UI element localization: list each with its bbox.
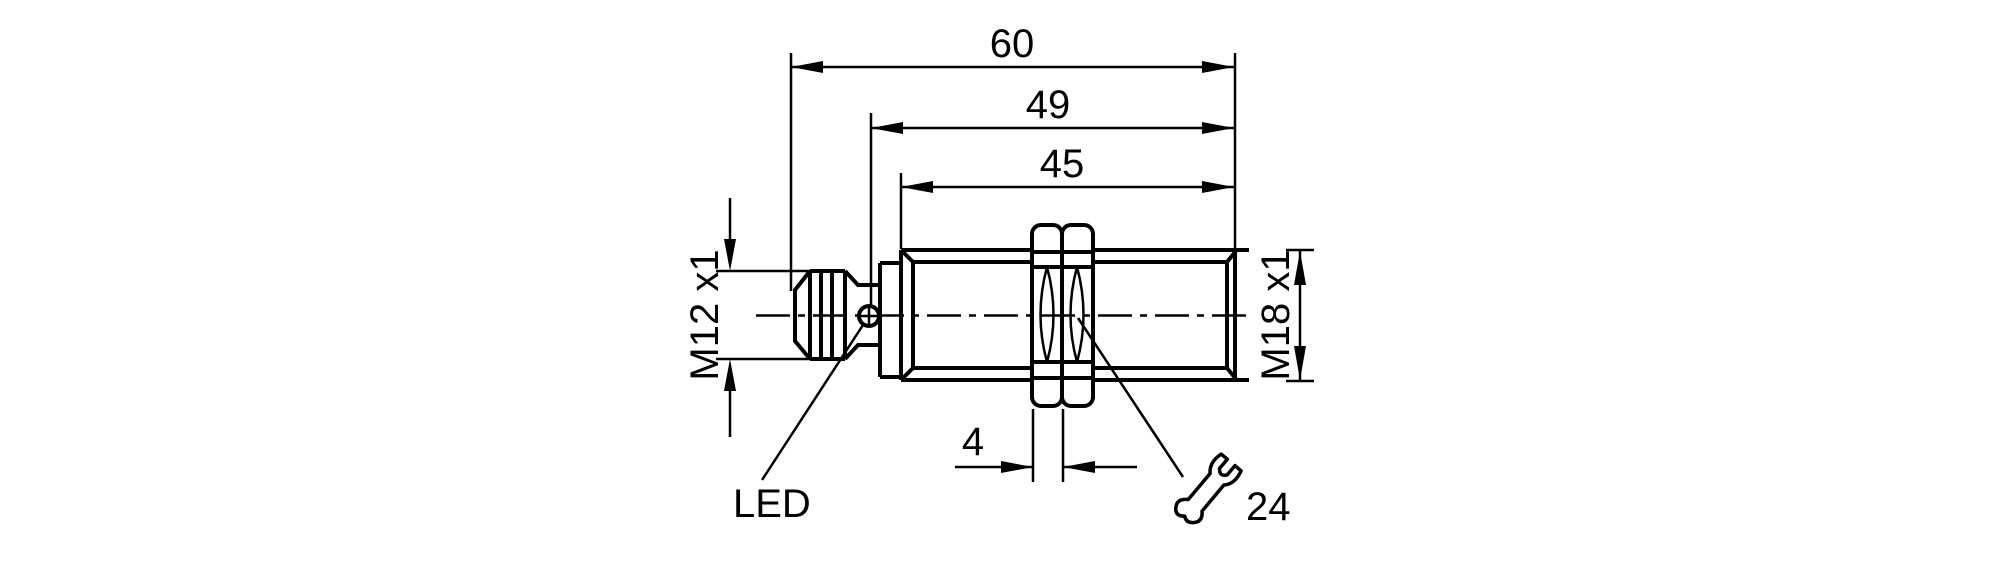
wrench-leader-line	[1076, 317, 1185, 478]
extension-lines	[789, 53, 1237, 306]
hex-nuts	[1030, 223, 1095, 408]
dim-label-60: 60	[990, 22, 1035, 66]
arrowhead-right-icon	[1202, 61, 1234, 73]
arrowhead-left-icon	[871, 122, 903, 134]
arrowhead-down-icon	[1294, 346, 1306, 380]
led-callout: LED	[733, 324, 865, 526]
led-leader-line	[760, 324, 865, 481]
dim-label-45: 45	[1040, 142, 1085, 186]
arrowhead-right-icon	[1202, 181, 1234, 193]
wrench-icon	[1174, 452, 1243, 525]
arrowhead-left-icon	[1063, 461, 1095, 473]
dim-label-49: 49	[1026, 83, 1071, 127]
connector-groove	[843, 269, 880, 361]
arrowhead-down-icon	[724, 239, 736, 271]
arrowhead-right-icon	[1001, 461, 1033, 473]
arrowhead-up-icon	[724, 359, 736, 391]
dim-label-4: 4	[962, 420, 984, 464]
wrench-size-label: 24	[1246, 485, 1291, 529]
dim-label-m18: M18 x1	[1254, 249, 1298, 380]
wrench-callout: 24	[1076, 317, 1291, 529]
led-label: LED	[733, 482, 811, 526]
dim-overall-length: 60	[791, 22, 1234, 73]
arrowhead-left-icon	[791, 61, 823, 73]
dim-nut-width: 4	[955, 409, 1137, 482]
dim-connector-thread: M12 x1	[683, 198, 814, 437]
rear-collar	[878, 261, 901, 379]
dim-label-m12: M12 x1	[683, 249, 727, 380]
led-indicator	[857, 304, 881, 328]
connector-barrel	[810, 269, 845, 361]
ext-lines-nut	[1031, 409, 1065, 482]
dim-housing-length: 49	[871, 83, 1234, 134]
hex-nut-facet-lines	[1032, 250, 1093, 380]
arrowhead-right-icon	[1202, 122, 1234, 134]
dim-housing-thread: M18 x1	[1254, 248, 1314, 383]
led-cross-icon	[859, 306, 879, 326]
dim-thread-length: 45	[901, 142, 1234, 193]
arrowhead-left-icon	[901, 181, 933, 193]
arrowhead-up-icon	[1294, 251, 1306, 285]
barrel-chamfers	[899, 248, 1238, 382]
connector-cap	[793, 269, 812, 361]
